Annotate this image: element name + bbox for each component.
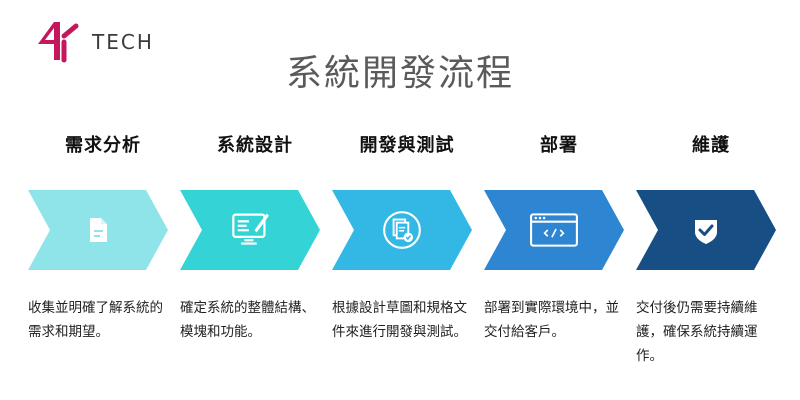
step-title: 系統設計 (217, 135, 293, 156)
step-title: 維護 (692, 135, 730, 156)
process-step-requirements: 需求分析 收集並明確了解系統的需求和期望。 (28, 0, 178, 400)
design-monitor-icon (232, 213, 269, 245)
step-description: 部署到實際環境中，並交付給客戶。 (484, 300, 619, 340)
step-title: 開發與測試 (359, 135, 455, 156)
process-step-development: 開發與測試 根據設計草圖和規格文件來進行開發與測試。 (332, 0, 482, 400)
shield-check-icon (695, 220, 717, 244)
logo-mark-icon (38, 22, 79, 63)
step-description: 收集並明確了解系統的需求和期望。 (28, 300, 163, 340)
step-arrow (484, 190, 624, 270)
process-step-maintenance: 維護 交付後仍需要持續維護，確保系統持續運作。 (636, 0, 786, 400)
step-title: 需求分析 (65, 135, 141, 156)
step-title: 部署 (540, 135, 578, 156)
step-description: 根據設計草圖和規格文件來進行開發與測試。 (332, 300, 467, 340)
documents-check-icon (383, 211, 421, 249)
brand-logo: TECH (34, 20, 154, 64)
document-icon (90, 218, 107, 242)
step-description: 交付後仍需要持續維護，確保系統持續運作。 (636, 300, 758, 364)
process-step-deploy: 部署 部署到實際環境中，並交付給客戶。 (484, 0, 634, 400)
logo-text: TECH (92, 30, 154, 54)
step-description: 確定系統的整體結構、模塊和功能。 (180, 300, 315, 340)
step-arrow (180, 190, 320, 270)
process-step-design: 系統設計 確定系統的整體結構、模塊和功能。 (180, 0, 330, 400)
code-window-icon (530, 213, 578, 247)
page-title: 系統開發流程 (285, 53, 514, 94)
